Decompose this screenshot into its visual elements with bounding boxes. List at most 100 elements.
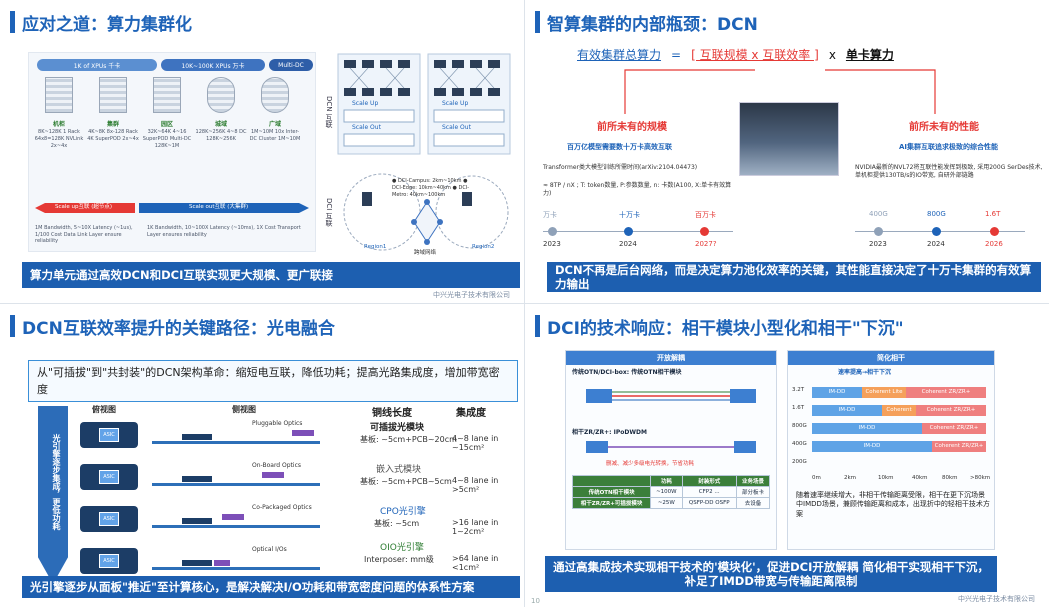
optics-block xyxy=(262,472,284,478)
horizontal-divider xyxy=(0,303,1049,304)
tier-spec: 8K~128K 1 Rack 64x8=128K NVLink 2x~4x xyxy=(34,129,84,149)
table-cell: CFP2 ... xyxy=(681,486,737,498)
table-header: 业务场景 xyxy=(735,475,771,487)
y-axis-label: 1.6T xyxy=(792,405,805,411)
asic-chip: ASIC xyxy=(99,554,119,568)
cpo-name: CPO光引擎 xyxy=(380,507,426,517)
integration-header: 集成度 xyxy=(456,408,486,419)
coherent-zr-bar: Coherent ZR/ZR+ xyxy=(916,405,986,416)
table-header xyxy=(571,475,652,487)
zr-note: 删减、减少多级电光转换，节省功耗 xyxy=(606,461,695,467)
slide-optoelectronic-fusion: DCN互联效率提升的关键路径：光电融合 从"可插拔"到"共封装"的DCN架构革命… xyxy=(0,304,524,607)
tier-label: 集群 xyxy=(106,121,119,128)
module-side-view: Optical I/Os xyxy=(152,546,320,570)
timeline-value: 十万卡 xyxy=(619,211,640,219)
slide-dcn-bottleneck: 智算集群的内部瓶颈：DCN 有效集群总算力 = [ 互联规模 x 互联效率 ] … xyxy=(525,0,1049,303)
onboard-integration: 4~8 lane in >5cm² xyxy=(452,476,499,494)
intro-box: 从"可插拔"到"共封装"的DCN架构革命：缩短电互联，降低功耗；提高光路集成度，… xyxy=(28,360,518,402)
rack-icon xyxy=(99,77,127,113)
module-side-view: On-Board Optics xyxy=(152,462,320,486)
cpo-integration: >16 lane in 1~2cm² xyxy=(452,518,499,536)
table-header: 功耗 xyxy=(650,475,683,487)
imdd-bar: IM-DD xyxy=(812,387,862,398)
effective-compute-formula: 有效集群总算力 = [ 互联规模 x 互联效率 ] x 单卡算力 xyxy=(577,46,894,63)
imdd-bar: IM-DD xyxy=(812,423,922,434)
module-top-view: ASIC xyxy=(80,506,138,532)
timeline-value: 万卡 xyxy=(543,211,557,219)
formula-equals: = xyxy=(671,47,682,62)
timeline-year: 2026 xyxy=(985,240,1003,248)
region2-label: Region2 xyxy=(472,244,495,250)
dcn-dci-figure: DCN 互联 DCI 互联 Sc xyxy=(322,52,514,262)
rack-icon xyxy=(45,77,73,113)
callout-arrows xyxy=(624,69,936,114)
training-time-text: Transformer类大模型训练所需时间(arXiv:2104.04473) xyxy=(543,164,698,171)
table-row: 传统OTN相干模块 ~100W CFP2 ... 部分板卡 xyxy=(571,486,771,498)
slide1-banner: 算力单元通过高效DCN和DCI互联实现更大规模、更广联接 xyxy=(22,262,520,288)
side-type-label: Pluggable Optics xyxy=(252,420,303,427)
training-time-formula: ≈ 8TP / nX ; T: token数量, P:参数数量, n: 卡数(A… xyxy=(543,182,732,198)
table-cell: 相干ZR/ZR+可插拔模块 xyxy=(571,497,652,509)
integration-arrow xyxy=(38,406,68,584)
tier-spec: 4K~8K 8x-128 Rack 4K SuperPOD 2x~4x xyxy=(87,129,139,142)
rack-icon xyxy=(153,77,181,113)
module-top-view: ASIC xyxy=(80,548,138,574)
pluggable-copper: 基板: ~5cm+PCB~20cm xyxy=(360,435,457,444)
table-cell: 传统OTN相干模块 xyxy=(571,486,652,498)
timeline-dot xyxy=(624,227,633,236)
tier-spec: 128K~256K 4~8 DC 128K~256K xyxy=(195,129,247,142)
region1-label: Region1 xyxy=(364,244,387,250)
coherent-sinking-label: 速率提高→相干下沉 xyxy=(838,369,892,376)
side-type-label: Optical I/Os xyxy=(252,546,287,553)
slide4-footer: 中兴光电子技术有限公司 xyxy=(958,595,1035,603)
coherent-zr-bar: Coherent ZR/ZR+ xyxy=(922,423,986,434)
scale-subhead: 百万亿模型需要数十万卡高效互联 xyxy=(567,143,672,151)
zr-line: 相干ZR/ZR+: IPoDWDM xyxy=(572,429,647,436)
scale-callout: 前所未有的规模 xyxy=(597,122,667,133)
module-comparison-table: 功耗 封装形式 业务场景 传统OTN相干模块 ~100W CFP2 ... 部分… xyxy=(571,475,771,509)
tier-label: 广域 xyxy=(268,121,281,128)
coherent-lite-bar: Coherent Lite xyxy=(862,387,906,398)
table-cell: ~100W xyxy=(650,486,683,498)
timeline-dot xyxy=(932,227,941,236)
onboard-name: 嵌入式模块 xyxy=(376,465,422,475)
timeline-value: 400G xyxy=(869,210,888,218)
x-axis-label: >80km xyxy=(970,475,991,481)
slide4-title: DCI的技术响应：相干模块小型化和相干"下沉" xyxy=(535,312,904,340)
tier-head-multidc: Multi-DC xyxy=(269,59,313,71)
scale-out-tag: Scale Out xyxy=(442,124,471,131)
asic-block xyxy=(182,434,212,440)
pluggable-name: 可插拔光模块 xyxy=(370,423,425,433)
imdd-bar: IM-DD xyxy=(812,441,932,452)
slide1-title: 应对之道：算力集群化 xyxy=(10,8,192,36)
imdd-bar: IM-DD xyxy=(812,405,882,416)
scale-up-tag: Scale Up xyxy=(442,100,469,107)
module-side-view: Co-Packaged Optics xyxy=(152,504,320,528)
formula-right: 单卡算力 xyxy=(845,48,894,62)
copper-length-header: 铜线长度 xyxy=(372,408,412,419)
otn-zr-diagram xyxy=(586,389,756,453)
table-cell: ~25W xyxy=(650,497,683,509)
cluster-tiers-figure: 1K of XPUs 千卡 10K~100K XPUs 万卡 Multi-DC … xyxy=(28,52,316,252)
table-cell: QSFP-DD OSFP xyxy=(681,497,737,509)
coherent-zr-bar: Coherent ZR/ZR+ xyxy=(932,441,986,452)
y-axis-label: 200G xyxy=(792,459,807,465)
datacenter-photo xyxy=(739,102,839,176)
dcn-label: DCN 互联 xyxy=(325,96,333,128)
asic-chip: ASIC xyxy=(99,512,119,526)
oio-integration: >64 lane in <1cm² xyxy=(452,554,499,572)
cluster-icon xyxy=(261,77,289,113)
tier-spec: 1M~10M 10x Inter-DC Cluster 1M~10M xyxy=(249,129,301,142)
open-decoupling-header: 开放解耦 xyxy=(566,351,776,365)
y-axis-label: 3.2T xyxy=(792,387,805,393)
formula-middle: [ 互联规模 x 互联效率 ] xyxy=(691,48,819,62)
timeline-year: 2027? xyxy=(695,240,717,248)
optics-block xyxy=(292,430,314,436)
oio-copper: Interposer: mm级 xyxy=(364,555,434,564)
module-top-view: ASIC xyxy=(80,464,138,490)
scale-out-note: 1K Bandwidth, 10~100X Latency (~10ms), 1… xyxy=(147,225,301,238)
asic-chip: ASIC xyxy=(99,428,119,442)
slide1-footer: 中兴光电子技术有限公司 xyxy=(433,291,510,299)
module-top-view: ASIC xyxy=(80,422,138,448)
asic-chip: ASIC xyxy=(99,470,119,484)
